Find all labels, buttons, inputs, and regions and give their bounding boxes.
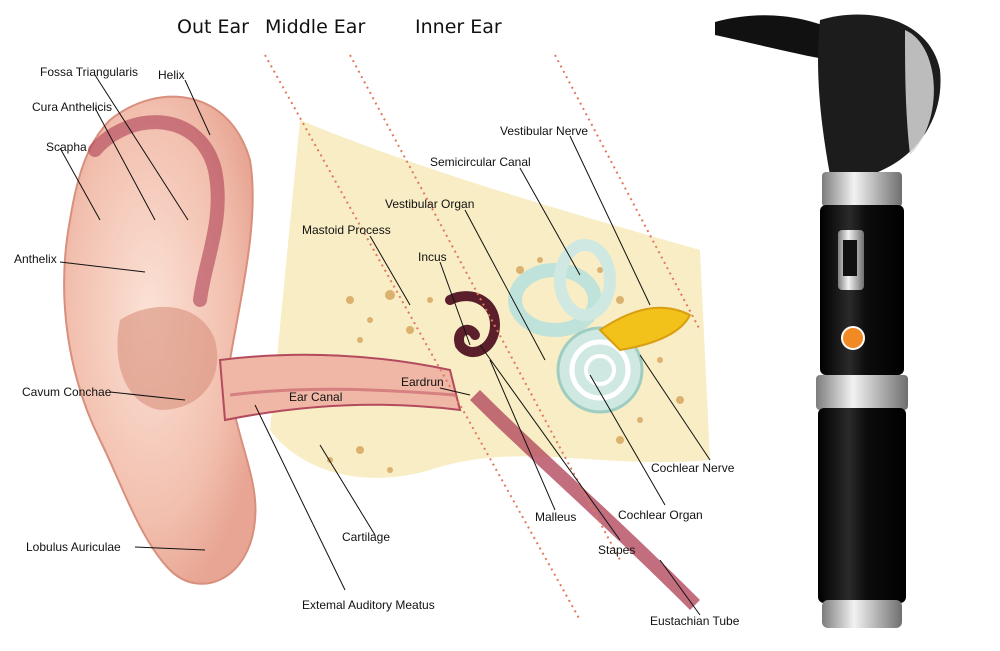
canal-skin xyxy=(229,387,456,397)
otoscope-speculum xyxy=(715,15,835,60)
temporal-bone xyxy=(270,120,710,478)
label-vestibular-nerve: Vestibular Nerve xyxy=(500,124,589,138)
otoscope-button xyxy=(841,326,865,350)
label-semicircular-canal: Semicircular Canal xyxy=(430,155,531,169)
label-helix: Helix xyxy=(158,68,185,82)
region-separators xyxy=(264,54,701,621)
eustachian-tube-shape xyxy=(470,390,700,610)
label-external-auditory-meatus: Extemal Auditory Meatus xyxy=(302,598,435,612)
label-eardrum: Eardrun xyxy=(401,375,444,389)
label-cochlear-organ: Cochlear Organ xyxy=(618,508,703,522)
label-eustachian-tube: Eustachian Tube xyxy=(650,614,740,628)
ear-canal-shape xyxy=(218,353,462,422)
ossicles-shape xyxy=(445,291,501,357)
otoscope-end-cap xyxy=(822,600,902,628)
label-stapes: Stapes xyxy=(598,543,636,557)
helix-fold xyxy=(88,115,225,307)
label-scapha: Scapha xyxy=(46,140,87,154)
label-malleus: Malleus xyxy=(535,510,577,524)
label-mastoid-process: Mastoid Process xyxy=(302,223,391,237)
label-cavum-conchae: Cavum Conchae xyxy=(22,385,112,399)
concha xyxy=(117,306,218,410)
otoscope-window xyxy=(905,30,934,155)
nerve-shape xyxy=(598,306,692,352)
otoscope-handle-upper xyxy=(820,205,904,375)
otoscope-ring xyxy=(816,375,908,410)
label-anthelix: Anthelix xyxy=(14,252,57,266)
label-incus: Incus xyxy=(418,250,447,264)
header-inner-ear: Inner Ear xyxy=(415,16,502,38)
label-cartilage: Cartilage xyxy=(342,530,391,544)
label-lobulus-auriculae: Lobulus Auriculae xyxy=(26,540,121,554)
otoscope-handle-lower xyxy=(818,408,906,603)
header-outer-ear: Out Ear xyxy=(177,16,249,38)
otoscope-collar xyxy=(822,172,902,207)
otoscope xyxy=(715,14,941,628)
header-middle-ear: Middle Ear xyxy=(265,16,366,38)
label-fossa-triangularis: Fossa Triangularis xyxy=(40,65,139,79)
label-vestibular-organ: Vestibular Organ xyxy=(385,197,475,211)
label-cura-anthelicis: Cura Anthelicis xyxy=(32,100,113,114)
label-ear-canal: Ear Canal xyxy=(289,390,343,404)
leader-lines xyxy=(59,74,711,616)
label-cochlear-nerve: Cochlear Nerve xyxy=(651,461,735,475)
